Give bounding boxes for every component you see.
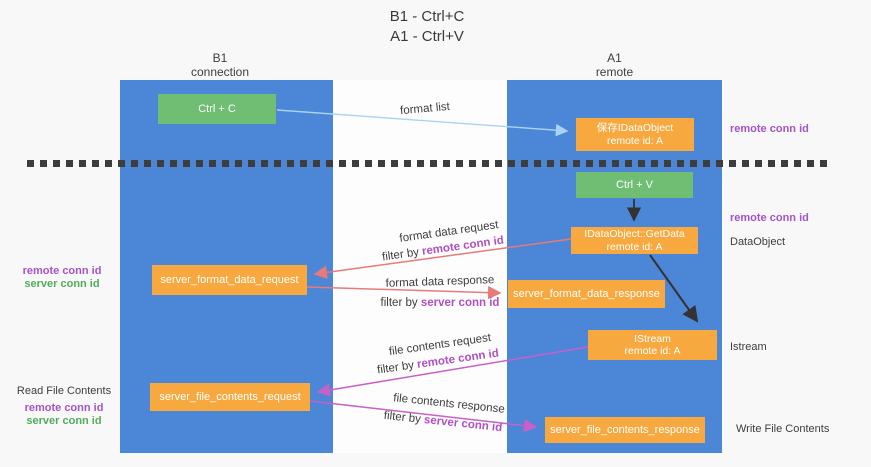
left-remote-conn-id-2: remote conn id [24, 402, 104, 414]
left-conn-id-block-1: remote conn id server conn id [8, 265, 116, 291]
title-line-1: B1 - Ctrl+C [389, 8, 465, 25]
node-istream: IStream remote id: A [588, 330, 717, 360]
column-header-a1: A1 remote [507, 51, 722, 79]
node-ctrl-v: Ctrl + V [576, 172, 693, 198]
save-idataobject-line2: remote id: A [606, 134, 664, 147]
save-idataobject-line1: 保存IDataObject [596, 122, 674, 134]
node-ctrl-c: Ctrl + C [158, 94, 276, 124]
server-file-contents-response-label: server_file_contents_response [550, 423, 700, 436]
left-remote-conn-id-1: remote conn id [22, 265, 102, 277]
title-line-2: A1 - Ctrl+V [390, 28, 464, 45]
left-server-conn-id-1: server conn id [24, 278, 100, 290]
copy-paste-divider-line [27, 160, 833, 167]
node-idataobject-getdata: IDataObject::GetData remote id: A [571, 227, 698, 254]
right-label-remote-conn-id-mid: remote conn id [730, 212, 809, 224]
right-label-dataobject: DataObject [730, 236, 786, 248]
istream-line2: remote id: A [624, 345, 681, 357]
diagram-title: B1 - Ctrl+C A1 - Ctrl+V [337, 7, 517, 47]
node-save-idataobject: 保存IDataObject remote id: A [576, 118, 694, 151]
label-filter-server-1: filter by server conn id [381, 297, 500, 309]
left-server-conn-id-2: server conn id [26, 415, 102, 427]
b1-name: B1 [212, 51, 228, 65]
server-conn-id-text: server conn id [420, 297, 500, 309]
server-file-contents-request-label: server_file_contents_request [159, 390, 301, 403]
node-server-file-contents-response: server_file_contents_response [545, 417, 705, 443]
server-format-data-response-label: server_format_data_response [513, 287, 660, 300]
right-label-write-file-contents: Write File Contents [736, 423, 830, 435]
getdata-line1: IDataObject::GetData [584, 228, 685, 240]
node-server-file-contents-request: server_file_contents_request [150, 383, 310, 411]
a1-name: A1 [607, 51, 622, 65]
b1-subtitle: connection [190, 65, 250, 79]
a1-subtitle: remote [595, 65, 634, 79]
server-format-data-request-label: server_format_data_request [160, 273, 299, 286]
column-header-b1: B1 connection [120, 51, 320, 79]
node-server-format-data-request: server_format_data_request [152, 265, 307, 295]
ctrl-c-label: Ctrl + C [198, 102, 236, 115]
left-read-file-block: Read File Contents remote conn id server… [8, 385, 120, 428]
right-label-istream: Istream [730, 341, 767, 353]
getdata-line2: remote id: A [606, 240, 663, 253]
filter-by-text: filter by [380, 297, 418, 309]
read-file-contents-label: Read File Contents [16, 385, 112, 397]
node-server-format-data-response: server_format_data_response [508, 280, 665, 308]
istream-line1: IStream [634, 332, 671, 345]
right-label-remote-conn-id-top: remote conn id [730, 123, 809, 135]
ctrl-v-label: Ctrl + V [616, 178, 653, 191]
